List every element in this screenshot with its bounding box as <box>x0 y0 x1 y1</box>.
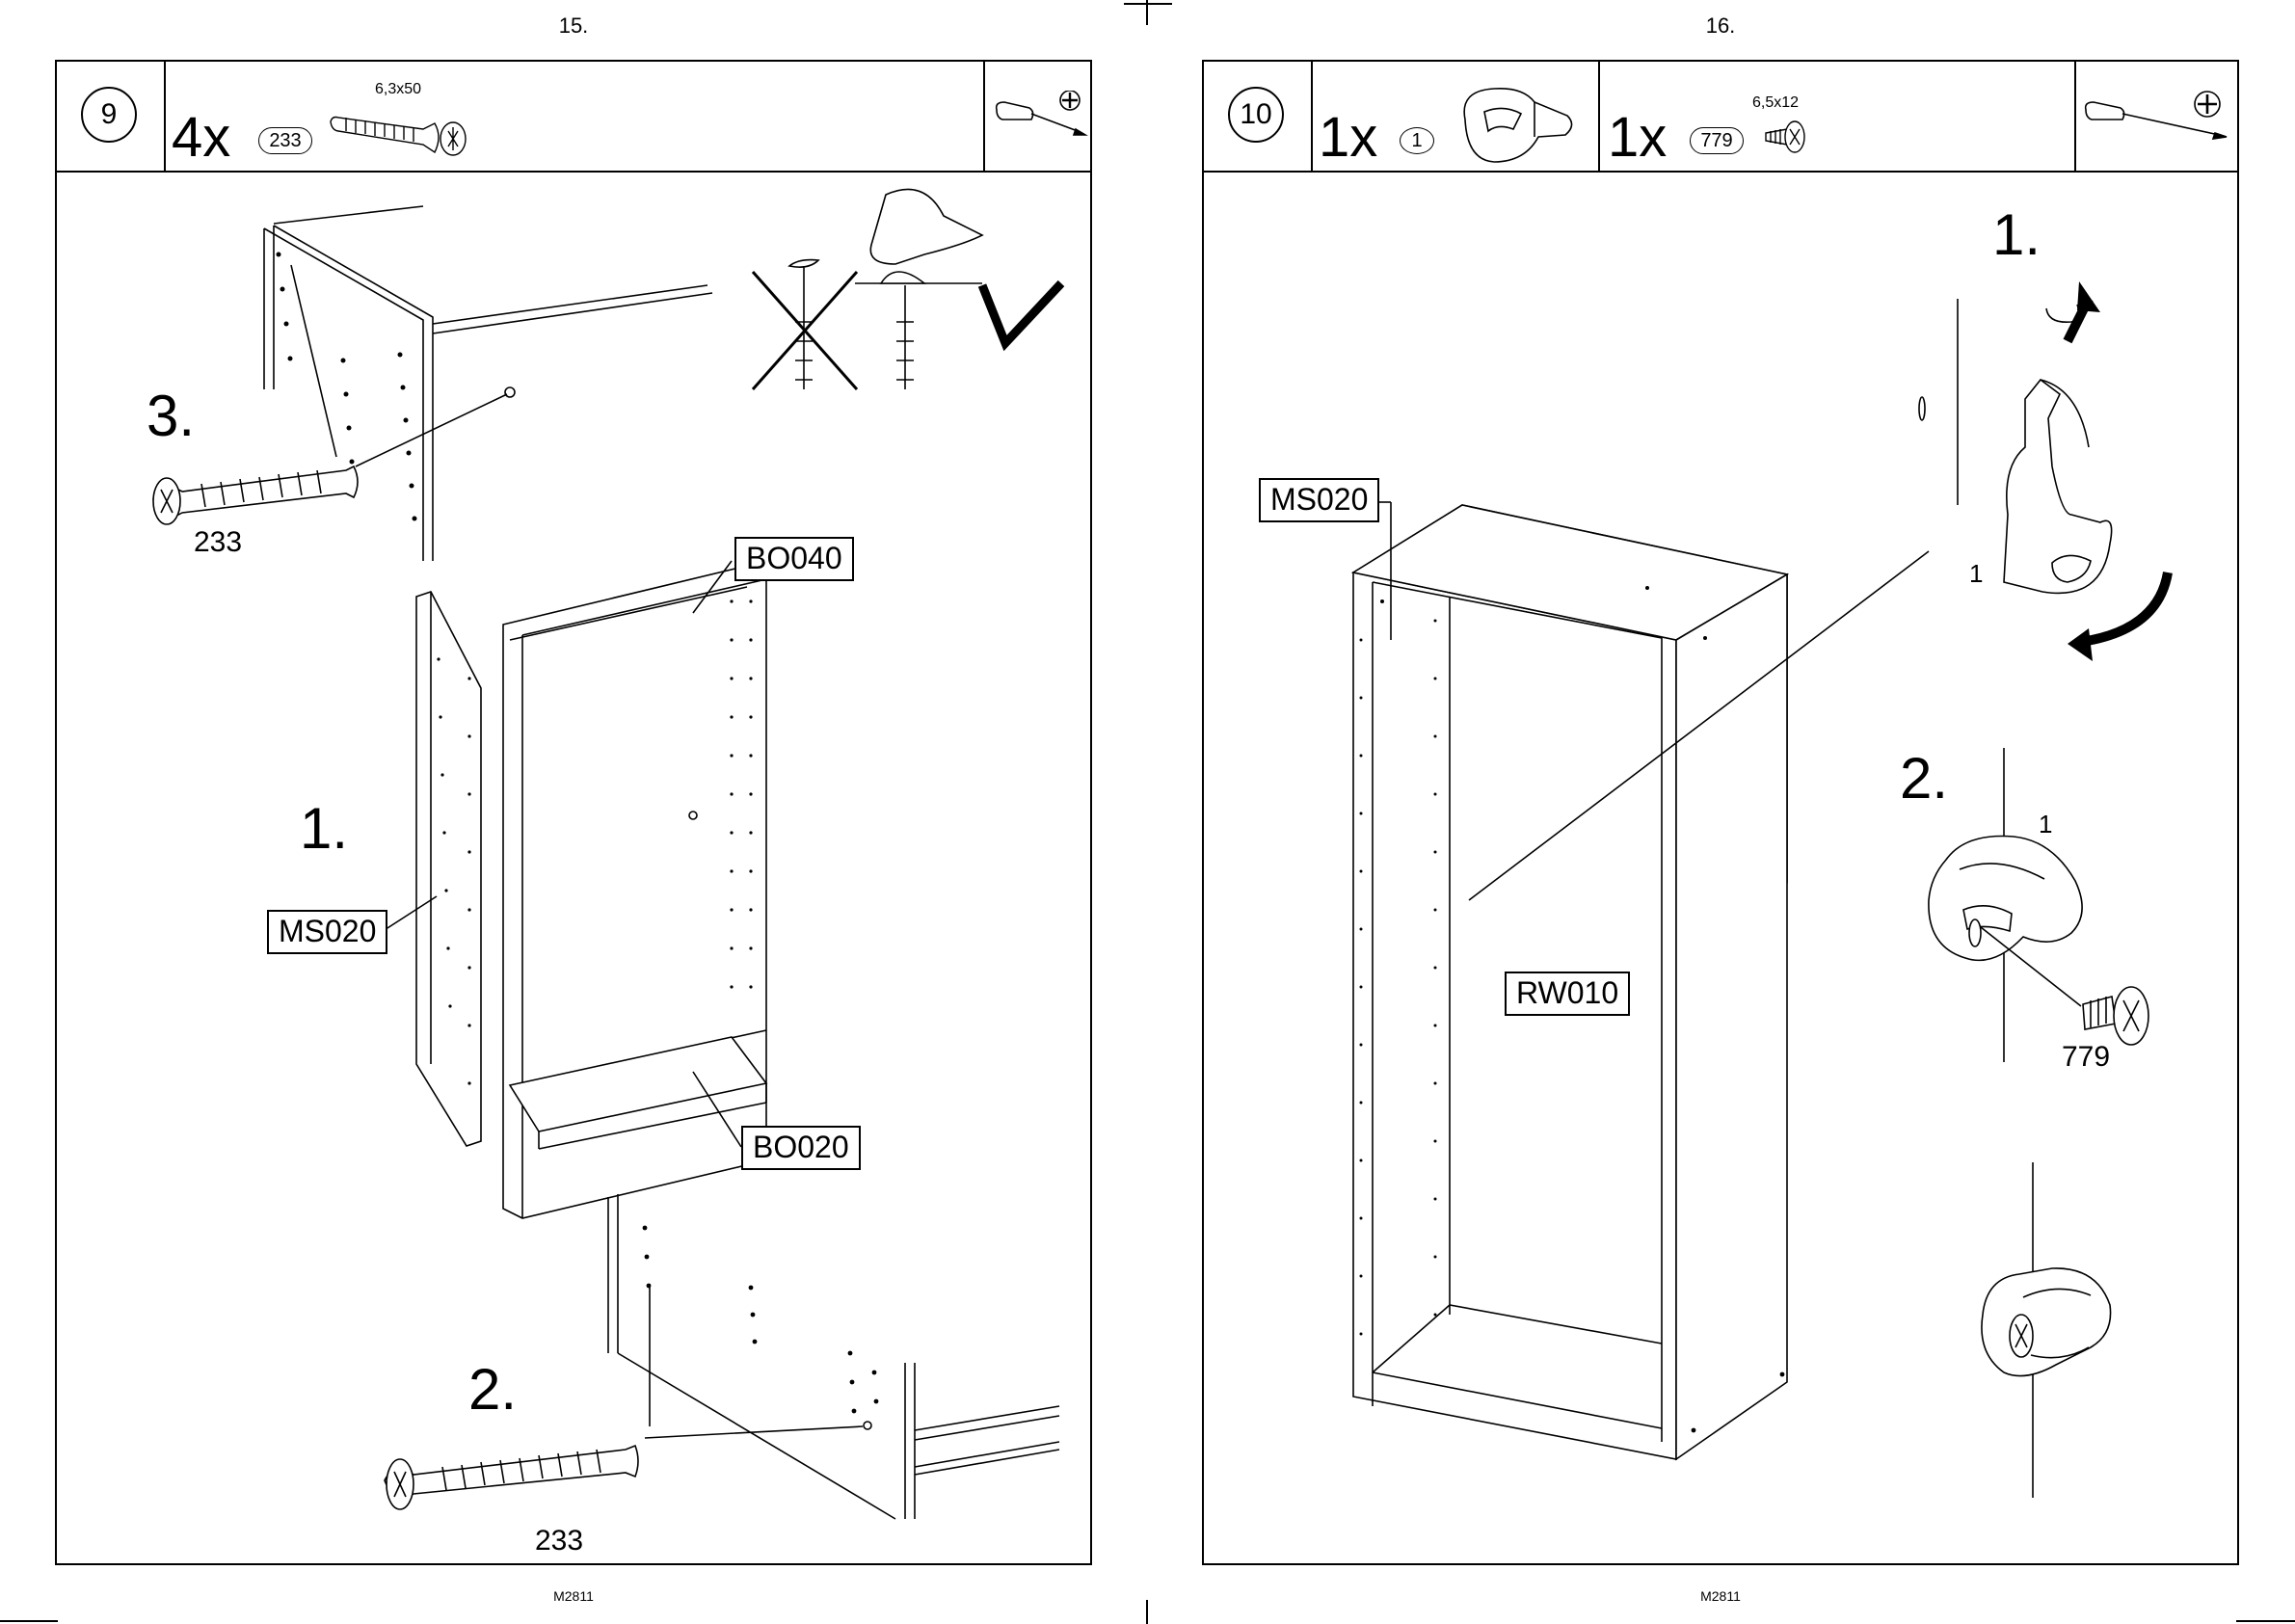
substep-label: 1. <box>1992 206 2041 264</box>
screw-part-label: 233 <box>194 528 242 557</box>
screw-part-label: 233 <box>535 1527 583 1556</box>
part-label-rw010: RW010 <box>1505 972 1630 1016</box>
page-footer-code: M2811 <box>553 1588 594 1604</box>
part-label-ms020: MS020 <box>267 910 387 954</box>
part-label-bo040: BO040 <box>734 537 854 581</box>
step-10-artwork <box>1204 62 2241 1567</box>
substep-label: 2. <box>468 1361 517 1419</box>
step-9-panel: 9 4x 233 6,3x50 <box>55 60 1092 1565</box>
step-9-artwork <box>57 62 1094 1567</box>
substep-label: 3. <box>147 387 195 445</box>
part-label-ms020: MS020 <box>1259 478 1379 522</box>
substep-label: 2. <box>1900 750 1948 808</box>
bracket-callout: 1 <box>1969 561 1983 586</box>
bracket-callout: 1 <box>2039 812 2052 837</box>
page-footer-code: M2811 <box>1700 1588 1741 1604</box>
substep-label: 1. <box>300 800 348 858</box>
page-number: 15. <box>559 13 589 39</box>
screw-callout: 779 <box>2062 1043 2110 1072</box>
part-label-bo020: BO020 <box>741 1126 861 1170</box>
step-10-panel: 10 1x 1 1x 779 6,5x12 <box>1202 60 2239 1565</box>
page-number: 16. <box>1706 13 1736 39</box>
